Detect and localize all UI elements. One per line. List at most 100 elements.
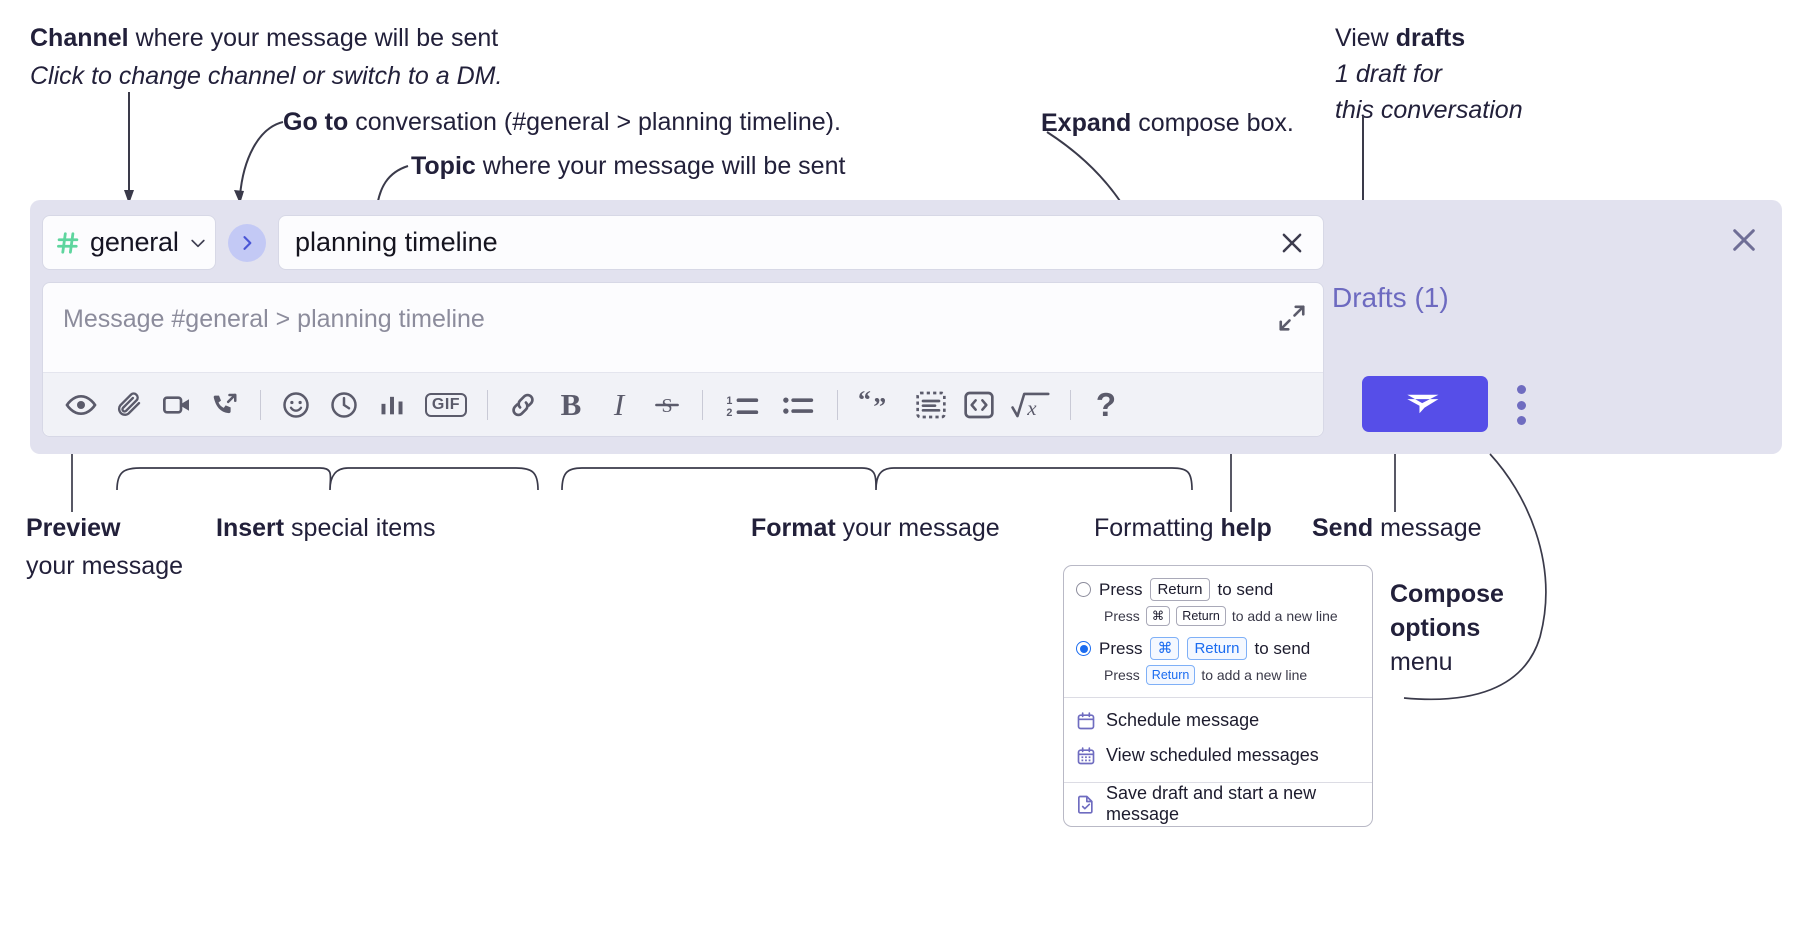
send-message-button[interactable] <box>1362 376 1488 432</box>
leader-lines-bottom <box>71 453 1547 701</box>
svg-text:x: x <box>1026 395 1037 419</box>
option-press-label: Press <box>1099 638 1143 658</box>
more-vertical-icon <box>1516 385 1526 394</box>
annotation-drafts-line2: 1 draft for <box>1335 60 1442 88</box>
sub-press-label: Press <box>1104 667 1140 683</box>
bulleted-list-button[interactable] <box>770 381 826 429</box>
toolbar-separator <box>837 389 838 420</box>
annotation-drafts-bold: drafts <box>1395 24 1466 52</box>
radio-unselected-icon[interactable] <box>1076 582 1091 597</box>
annotation-goto-bold: Go to <box>283 108 349 136</box>
compose-panel: general planning timeline Message #gener… <box>30 200 1782 454</box>
strikethrough-button[interactable]: S <box>643 381 691 429</box>
sub-suffix-label: to add a new line <box>1231 608 1338 624</box>
annotation-insert: Insert special items <box>216 512 436 544</box>
annotation-help-pre: Formatting <box>1094 514 1221 542</box>
topic-value: planning timeline <box>295 227 498 257</box>
compose-inner: general planning timeline Message #gener… <box>42 214 1324 437</box>
annotation-insert-rest: special items <box>284 514 436 542</box>
annotation-compose-line1: Compose <box>1390 580 1504 608</box>
annotation-format: Format your message <box>751 512 1000 544</box>
key-return: Return <box>1176 605 1226 627</box>
radio-selected-icon[interactable] <box>1076 641 1091 656</box>
video-clip-button[interactable] <box>153 381 201 429</box>
annotation-drafts: View drafts 1 draft for this conversatio… <box>1335 22 1523 126</box>
annotation-topic-rest: where your message will be sent <box>475 152 846 180</box>
annotation-expand-rest: compose box. <box>1131 109 1294 137</box>
bold-button[interactable]: B <box>547 381 595 429</box>
clear-topic-button[interactable] <box>1275 226 1309 260</box>
channel-selector[interactable]: general <box>42 215 216 270</box>
sub-press-label: Press <box>1104 608 1140 624</box>
annotation-drafts-line3: this conversation <box>1335 96 1523 124</box>
annotation-channel-sub: Click to change channel or switch to a D… <box>30 62 503 90</box>
drafts-link[interactable]: Drafts (1) <box>1332 282 1449 313</box>
code-button[interactable] <box>955 381 1003 429</box>
menu-item-schedule-message[interactable]: Schedule message <box>1064 703 1372 738</box>
go-to-conversation-button[interactable] <box>228 223 266 262</box>
key-return: Return <box>1187 636 1247 661</box>
annotation-expand: Expand compose box. <box>1041 107 1294 139</box>
gif-button[interactable]: GIF <box>416 381 476 429</box>
send-option-return[interactable]: Press Return to send <box>1064 576 1372 603</box>
reminder-button[interactable] <box>320 381 368 429</box>
send-option-cmd-return[interactable]: Press ⌘ Return to send <box>1064 635 1372 662</box>
annotation-compose-line2: options <box>1390 613 1481 642</box>
link-button[interactable] <box>499 381 547 429</box>
close-compose-button[interactable] <box>1728 224 1760 256</box>
svg-text:”: ” <box>873 392 886 421</box>
message-input-placeholder: Message #general > planning timeline <box>63 305 485 333</box>
key-command: ⌘ <box>1150 636 1180 661</box>
topic-field[interactable]: planning timeline <box>278 215 1324 270</box>
channel-name: general <box>90 227 179 257</box>
annotation-topic: Topic where your message will be sent <box>411 150 845 182</box>
toolbar-separator <box>487 389 488 420</box>
preview-button[interactable] <box>57 381 105 429</box>
question-mark-icon: ? <box>1095 385 1117 423</box>
annotation-channel-rest: where your message will be sent <box>128 24 499 52</box>
blockquote-button[interactable]: “” <box>849 381 907 429</box>
annotation-help-bold: help <box>1220 514 1272 542</box>
more-vertical-icon <box>1516 416 1526 425</box>
svg-text:1: 1 <box>726 394 732 406</box>
expand-compose-box-button[interactable] <box>1277 303 1307 333</box>
annotation-drafts-pre: View <box>1335 24 1396 52</box>
code-block-button[interactable] <box>907 381 955 429</box>
svg-text:2: 2 <box>726 406 732 418</box>
annotation-preview-bold: Preview <box>26 514 121 542</box>
more-vertical-icon <box>1516 400 1526 410</box>
annotation-channel-bold: Channel <box>30 24 129 52</box>
sub-suffix-label: to add a new line <box>1201 667 1308 683</box>
key-command: ⌘ <box>1145 605 1171 627</box>
attach-file-button[interactable] <box>105 381 153 429</box>
compose-options-menu-button[interactable] <box>1508 385 1534 425</box>
menu-item-view-scheduled[interactable]: View scheduled messages <box>1064 738 1372 773</box>
key-return: Return <box>1145 664 1196 686</box>
italic-button[interactable]: I <box>595 381 643 429</box>
formatting-help-button[interactable]: ? <box>1082 381 1130 429</box>
svg-text:“: “ <box>858 385 871 414</box>
chevron-right-icon <box>237 233 257 253</box>
compose-header-row: general planning timeline <box>42 214 1324 271</box>
menu-item-save-draft[interactable]: Save draft and start a new message <box>1064 783 1372 824</box>
option-suffix-label: to send <box>1254 638 1311 658</box>
annotation-send-rest: message <box>1373 514 1482 542</box>
annotation-preview-line2: your message <box>26 552 184 580</box>
formatting-toolbar: GIF B I S 12 <box>43 372 1323 436</box>
compose-options-menu: Press Return to send Press ⌘ Return to a… <box>1063 565 1373 827</box>
key-return: Return <box>1150 577 1210 602</box>
math-button[interactable]: x <box>1003 381 1059 429</box>
annotation-preview: Preview your message <box>26 512 183 582</box>
calendar-clock-icon <box>1076 711 1096 731</box>
annotation-goto-rest: conversation (#general > planning timeli… <box>348 108 841 136</box>
audio-clip-button[interactable] <box>201 381 249 429</box>
message-input-area[interactable]: Message #general > planning timeline <box>42 282 1324 437</box>
poll-button[interactable] <box>368 381 416 429</box>
menu-divider <box>1064 782 1372 783</box>
annotation-goto: Go to conversation (#general > planning … <box>283 106 841 138</box>
gif-label: GIF <box>424 392 468 417</box>
emoji-button[interactable] <box>272 381 320 429</box>
annotation-compose-options: Compose options menu <box>1390 578 1504 679</box>
arrowhead <box>234 190 244 204</box>
